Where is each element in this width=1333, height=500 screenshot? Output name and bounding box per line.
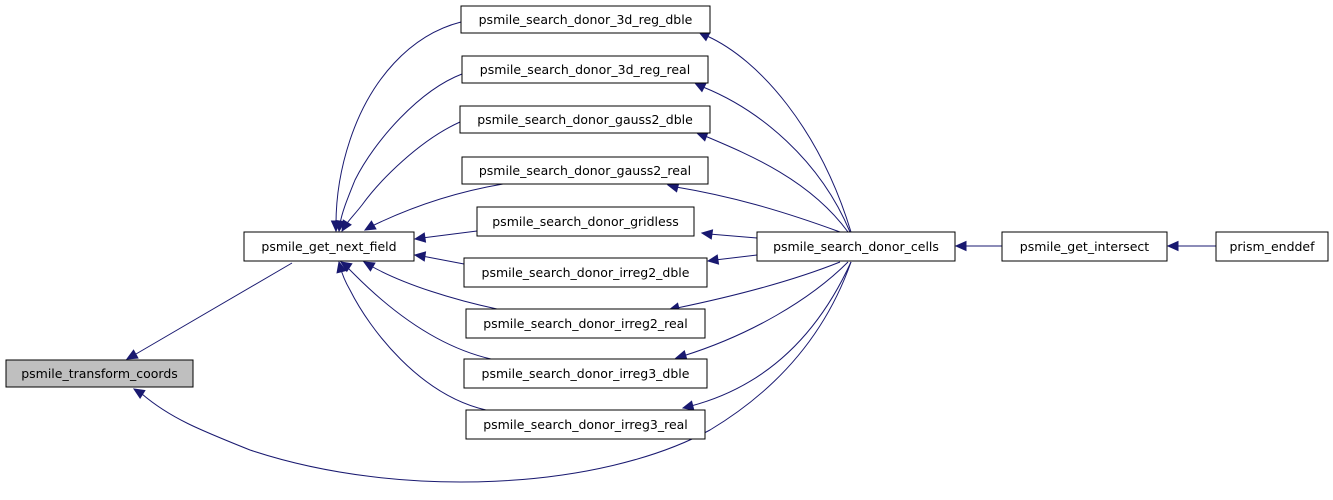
node-gauss2-dble[interactable]: psmile_search_donor_gauss2_dble [459, 105, 711, 134]
nodes-layer: psmile_transform_coords psmile_get_next_… [5, 5, 1329, 440]
node-3d-reg-real-box [461, 55, 709, 84]
node-gridless[interactable]: psmile_search_donor_gridless [476, 206, 695, 237]
edge-cells-to-gauss2-dble [695, 131, 849, 233]
edge-gridless-to-next-field-line [421, 230, 478, 239]
node-irreg3-dble[interactable]: psmile_search_donor_irreg3_dble [463, 358, 708, 389]
edge-cells-to-irreg3-real [681, 261, 852, 411]
node-irreg3-dble-label: psmile_search_donor_irreg3_dble [482, 366, 690, 381]
edge-cells-to-gridless-line [708, 233, 758, 239]
edge-cells-to-gridless [700, 229, 758, 240]
edge-cells-to-3d-dble [697, 31, 852, 233]
node-irreg3-real[interactable]: psmile_search_donor_irreg3_real [465, 409, 706, 440]
node-irreg2-dble-label: psmile_search_donor_irreg2_dble [482, 265, 690, 280]
node-3d-reg-real-label: psmile_search_donor_3d_reg_real [480, 62, 690, 77]
node-transform-box [5, 359, 194, 388]
edge-3d-dble-to-next-field [330, 21, 462, 233]
edge-gauss2-dble-to-next-field-arrowhead [341, 219, 352, 233]
edge-cells-to-irreg3-real-line [690, 261, 852, 407]
edge-irreg2-real-to-next-field-line [370, 265, 498, 310]
node-enddef[interactable]: prism_enddef [1215, 231, 1329, 262]
node-gridless-label: psmile_search_donor_gridless [492, 214, 679, 229]
node-transform[interactable]: psmile_transform_coords [5, 359, 194, 388]
edge-cells-to-irreg2-real-line [676, 261, 841, 309]
node-intersect[interactable]: psmile_get_intersect [1001, 231, 1168, 262]
node-3d-reg-dble[interactable]: psmile_search_donor_3d_reg_dble [460, 5, 711, 34]
edge-intersect-to-cells [954, 240, 1002, 252]
edge-gauss2-dble-to-next-field [341, 121, 461, 233]
node-gauss2-dble-label: psmile_search_donor_gauss2_dble [477, 112, 693, 127]
edge-irreg3-real-to-next-field-line [339, 265, 487, 411]
node-gauss2-real[interactable]: psmile_search_donor_gauss2_real [461, 156, 709, 185]
edge-cells-to-irreg3-real-arrowhead [681, 400, 695, 411]
edge-irreg3-real-to-next-field-arrowhead [336, 260, 347, 274]
node-irreg2-real-label: psmile_search_donor_irreg2_real [483, 316, 688, 331]
edge-cells-to-gauss2-dble-line [704, 135, 849, 233]
edge-irreg2-dble-to-next-field-line [421, 255, 465, 265]
edge-gauss2-real-to-next-field-line [371, 183, 504, 227]
edge-cells-to-gridless-arrowhead [700, 229, 714, 240]
edge-cells-to-gauss2-dble-arrowhead [695, 131, 709, 142]
node-3d-reg-dble-box [460, 5, 711, 34]
node-next-field-box [243, 231, 415, 262]
node-3d-reg-real[interactable]: psmile_search_donor_3d_reg_real [461, 55, 709, 84]
edge-cells-to-irreg3-dble-line [682, 261, 849, 357]
edge-gridless-to-next-field-arrowhead [413, 232, 427, 243]
node-irreg2-dble[interactable]: psmile_search_donor_irreg2_dble [463, 257, 708, 288]
edge-next-field-to-transform-line [135, 262, 293, 355]
edge-irreg3-real-to-next-field [336, 260, 487, 411]
edge-enddef-to-intersect [1166, 240, 1216, 252]
node-irreg3-real-label: psmile_search_donor_irreg3_real [483, 417, 688, 432]
edge-3d-dble-to-next-field-line [335, 21, 462, 225]
node-donor-cells-box [756, 231, 956, 262]
node-irreg2-dble-box [463, 257, 708, 288]
edge-cells-to-gauss2-real-line [675, 186, 841, 233]
edge-irreg2-real-to-next-field [362, 261, 498, 310]
node-next-field-label: psmile_get_next_field [261, 239, 396, 254]
node-enddef-box [1215, 231, 1329, 262]
edge-gridless-to-next-field [413, 230, 478, 243]
edge-irreg2-real-to-next-field-arrowhead [362, 261, 376, 272]
edge-gauss2-dble-to-next-field-line [344, 121, 461, 227]
node-enddef-label: prism_enddef [1229, 239, 1315, 254]
edge-cells-to-3d-real-arrowhead [693, 82, 707, 93]
edge-next-field-to-transform [125, 262, 293, 360]
edge-irreg3-dble-to-next-field-arrowhead [339, 261, 353, 273]
node-donor-cells-label: psmile_search_donor_cells [773, 239, 939, 254]
edge-irreg2-dble-to-next-field [413, 251, 465, 265]
node-donor-cells[interactable]: psmile_search_donor_cells [756, 231, 956, 262]
edge-cells-to-irreg2-dble-line [714, 254, 758, 261]
node-intersect-box [1001, 231, 1168, 262]
edge-cells-to-transform-line [141, 261, 852, 483]
node-irreg3-real-box [465, 409, 706, 440]
edge-cells-to-irreg2-dble-arrowhead [706, 254, 720, 265]
node-intersect-label: psmile_get_intersect [1020, 239, 1149, 254]
edge-irreg3-dble-to-next-field [339, 261, 492, 360]
edge-cells-to-transform-arrowhead [132, 388, 146, 400]
node-gridless-box [476, 206, 695, 237]
node-next-field[interactable]: psmile_get_next_field [243, 231, 415, 262]
edges-layer [125, 21, 1216, 483]
edge-irreg2-dble-to-next-field-arrowhead [413, 251, 427, 262]
edge-gauss2-real-to-next-field [363, 183, 504, 231]
edge-3d-real-to-next-field-line [339, 73, 463, 225]
edge-enddef-to-intersect-arrowhead [1166, 240, 1179, 252]
node-transform-label: psmile_transform_coords [21, 366, 178, 381]
edge-cells-to-3d-dble-line [706, 35, 852, 233]
node-gauss2-real-box [461, 156, 709, 185]
edge-cells-to-irreg3-dble-arrowhead [674, 350, 688, 361]
edge-cells-to-transform [132, 261, 852, 483]
edge-gauss2-real-to-next-field-arrowhead [363, 220, 377, 231]
edge-cells-to-3d-real-line [702, 86, 851, 233]
edge-intersect-to-cells-arrowhead [954, 240, 967, 252]
node-irreg2-real[interactable]: psmile_search_donor_irreg2_real [465, 308, 706, 339]
edge-cells-to-irreg2-dble [706, 254, 758, 265]
edge-3d-real-to-next-field [335, 73, 463, 233]
node-gauss2-real-label: psmile_search_donor_gauss2_real [479, 163, 691, 178]
node-irreg3-dble-box [463, 358, 708, 389]
node-gauss2-dble-box [459, 105, 711, 134]
node-3d-reg-dble-label: psmile_search_donor_3d_reg_dble [479, 12, 693, 27]
node-irreg2-real-box [465, 308, 706, 339]
edge-next-field-to-transform-arrowhead [125, 349, 139, 360]
